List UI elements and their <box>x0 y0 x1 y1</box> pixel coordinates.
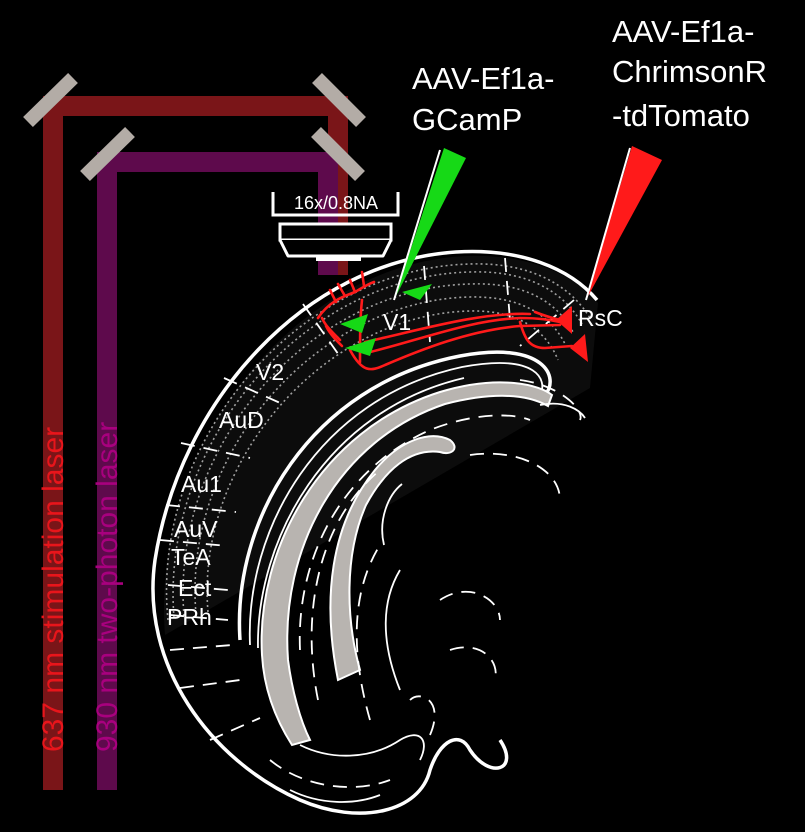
gcamp-injection-label-line1: AAV-Ef1a- <box>412 61 554 96</box>
brain-slice <box>151 249 599 815</box>
region-label-v2: V2 <box>256 359 284 385</box>
region-label-ect: Ect <box>178 575 212 601</box>
neuron-soma-icon <box>570 334 588 362</box>
stimulation-laser-label: 637 nm stimulation laser <box>37 427 70 752</box>
region-label-tea: TeA <box>171 544 211 570</box>
chrimson-injection-label-line2: ChrimsonR <box>612 54 767 89</box>
region-label-auv: AuV <box>174 516 218 542</box>
region-label-v1: V1 <box>383 309 411 335</box>
injection-pipette-icon <box>585 146 662 301</box>
region-label-prh: PRh <box>167 604 212 630</box>
objective-lens-icon <box>271 192 400 261</box>
mirror-icon <box>80 126 135 182</box>
two-photon-laser-label: 930 nm two-photon laser <box>91 422 124 752</box>
mirror-icon <box>312 73 366 127</box>
mirror-icon <box>23 72 78 128</box>
injection-pipette-icon <box>393 148 466 301</box>
chrimson-neuron <box>316 270 574 371</box>
gcamp-injection-label-line2: GCamP <box>412 102 522 137</box>
chrimson-injection-label-line3: -tdTomato <box>612 98 750 133</box>
neuron-soma-icon <box>556 306 572 334</box>
objective-label: 16x/0.8NA <box>294 193 378 213</box>
region-label-rsc: RsC <box>578 305 623 331</box>
mirror-icon <box>311 127 365 181</box>
gcamp-neuron <box>340 284 432 356</box>
region-label-aud: AuD <box>219 407 264 433</box>
region-label-au1: Au1 <box>181 471 222 497</box>
two-photon-laser-path <box>97 152 338 790</box>
chrimson-injection-label-line1: AAV-Ef1a- <box>612 14 754 49</box>
